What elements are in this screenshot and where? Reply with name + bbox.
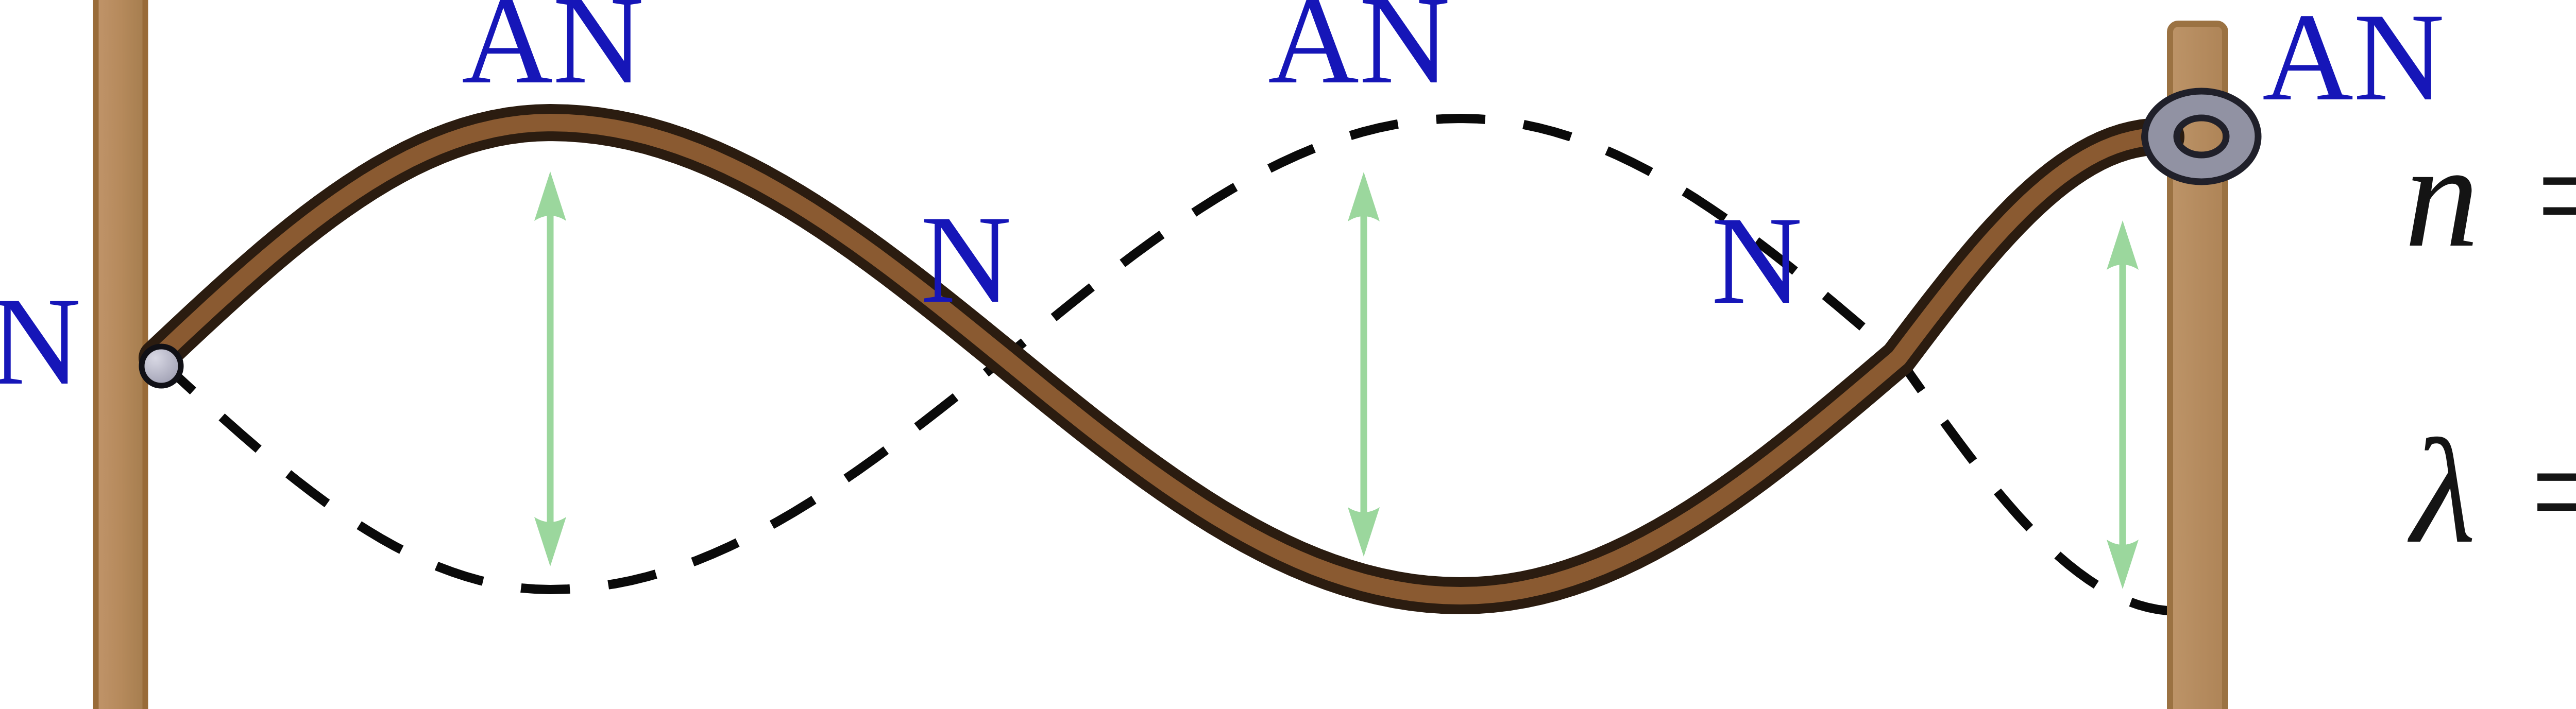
string-curve-outline (139, 104, 2180, 614)
amplitude-arrow-1 (534, 171, 566, 566)
node-label-right: N (1711, 191, 1803, 330)
dashed-wave-curve (154, 113, 2179, 616)
antinode-label-2: AN (1268, 0, 1450, 110)
right-pole (2167, 21, 2228, 709)
attachment-pin (139, 343, 184, 389)
metal-ring (2141, 88, 2262, 185)
antinode-label-ring: AN (2262, 0, 2445, 127)
string-curve (148, 114, 2170, 604)
node-label-middle: N (921, 189, 1012, 329)
mode-symbol: n (2404, 113, 2479, 278)
wavelength-equals-sign: = (2530, 409, 2576, 574)
wavelength-equation: λ = 4L 5 (2411, 335, 2576, 649)
amplitude-arrows-group (534, 171, 2139, 589)
amplitude-arrow-2 (1348, 172, 1380, 557)
antinode-label-1: AN (462, 0, 644, 110)
mode-equals-sign: = (2536, 121, 2576, 270)
left-wall (93, 0, 148, 709)
amplitude-arrow-3 (2107, 220, 2139, 589)
mode-number-equation: n = 5 (2404, 118, 2576, 273)
lambda-symbol: λ (2411, 409, 2476, 574)
node-label-left: N (0, 271, 81, 411)
